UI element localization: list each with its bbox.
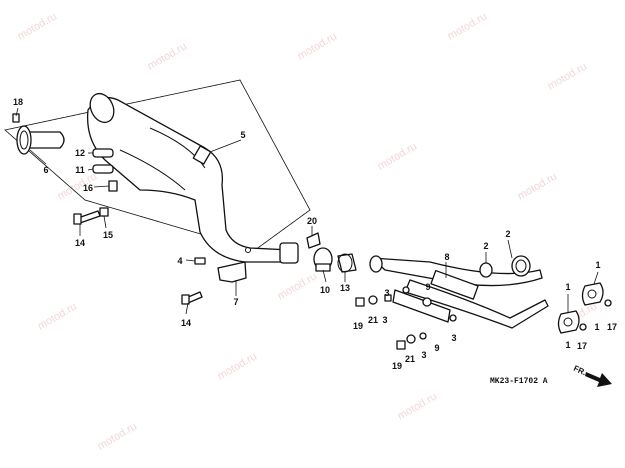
flanges xyxy=(557,282,612,334)
clamp-and-gasket xyxy=(313,247,357,273)
assembly-outline xyxy=(4,79,311,251)
svg-text:motod.ru: motod.ru xyxy=(446,10,490,42)
callout-19: 19 xyxy=(392,361,402,371)
callout-7: 7 xyxy=(233,297,238,307)
callout-2: 2 xyxy=(505,229,510,239)
callout-17: 17 xyxy=(577,341,587,351)
left-hardware xyxy=(73,207,321,305)
callout-21: 21 xyxy=(368,315,378,325)
callout-10: 10 xyxy=(320,285,330,295)
callout-4: 4 xyxy=(177,256,182,266)
diagram-code: MK23-F1702 A xyxy=(490,377,548,386)
callout-1: 1 xyxy=(565,282,570,292)
svg-text:motod.ru: motod.ru xyxy=(16,10,60,42)
svg-text:motod.ru: motod.ru xyxy=(376,140,420,172)
callout-1: 1 xyxy=(565,340,570,350)
callout-19: 19 xyxy=(353,321,363,331)
callout-16: 16 xyxy=(83,183,93,193)
tail-pipe xyxy=(16,125,65,155)
svg-text:motod.ru: motod.ru xyxy=(546,60,590,92)
muffler-hardware xyxy=(12,113,118,192)
callout-numbers: 1 1 1 1 2 2 3 3 3 3 4 5 6 7 8 9 9 10 11 … xyxy=(13,97,617,371)
callout-18: 18 xyxy=(13,97,23,107)
callout-14: 14 xyxy=(75,238,85,248)
muffler xyxy=(86,92,299,264)
svg-text:motod.ru: motod.ru xyxy=(36,300,80,332)
svg-text:motod.ru: motod.ru xyxy=(146,40,190,72)
callout-12: 12 xyxy=(75,148,85,158)
exhaust-pipe xyxy=(369,255,549,329)
front-direction-indicator: FR. xyxy=(572,364,612,387)
front-arrow-icon xyxy=(585,372,612,387)
callout-17: 17 xyxy=(607,322,617,332)
leader-lines xyxy=(15,107,599,315)
callout-8: 8 xyxy=(444,252,449,262)
callout-13: 13 xyxy=(340,283,350,293)
svg-text:motod.ru: motod.ru xyxy=(276,270,320,302)
svg-text:motod.ru: motod.ru xyxy=(396,390,440,422)
callout-1: 1 xyxy=(594,322,599,332)
callout-2: 2 xyxy=(483,241,488,251)
callout-1: 1 xyxy=(595,260,600,270)
callout-3: 3 xyxy=(421,350,426,360)
callout-6: 6 xyxy=(43,165,48,175)
callout-15: 15 xyxy=(103,230,113,240)
svg-text:motod.ru: motod.ru xyxy=(96,420,140,452)
callout-3: 3 xyxy=(384,288,389,298)
callout-3: 3 xyxy=(451,333,456,343)
gaskets xyxy=(479,255,531,278)
callout-9: 9 xyxy=(434,343,439,353)
lower-hardware xyxy=(355,294,457,350)
callout-20: 20 xyxy=(307,216,317,226)
svg-text:motod.ru: motod.ru xyxy=(296,30,340,62)
svg-text:motod.ru: motod.ru xyxy=(516,170,560,202)
callout-11: 11 xyxy=(75,165,85,175)
callout-3: 3 xyxy=(382,315,387,325)
callout-9: 9 xyxy=(425,282,430,292)
callout-14: 14 xyxy=(181,318,191,328)
svg-text:motod.ru: motod.ru xyxy=(216,350,260,382)
callout-21: 21 xyxy=(405,354,415,364)
callout-5: 5 xyxy=(240,130,245,140)
